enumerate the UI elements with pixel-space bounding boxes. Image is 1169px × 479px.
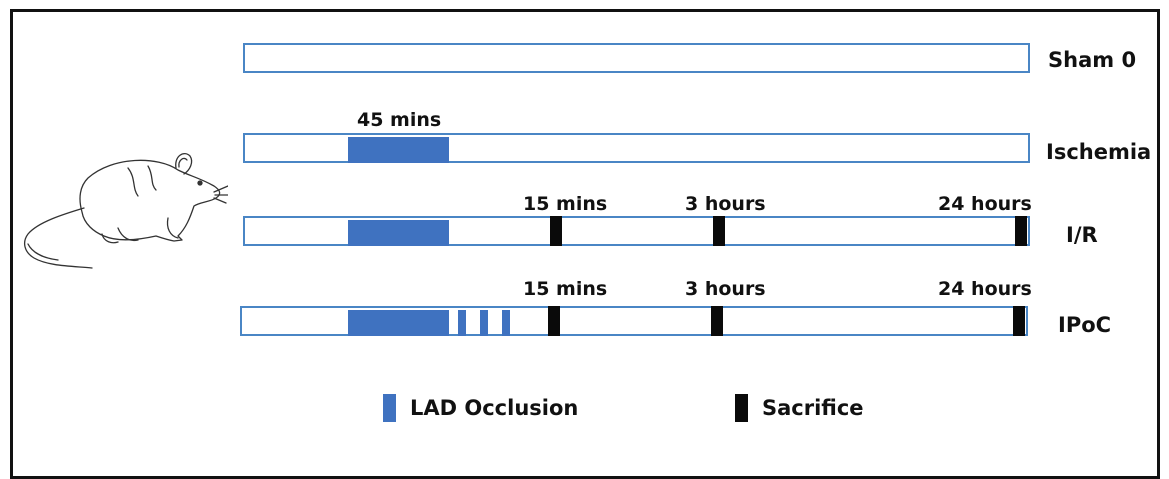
sham-timeline-bar xyxy=(243,43,1030,73)
ipoc-time-label-24h: 24 hours xyxy=(938,278,1032,300)
row-label-ischemia: Ischemia xyxy=(1046,140,1152,164)
ir-time-label-3h: 3 hours xyxy=(685,193,766,215)
ir-sacrifice-marker-3h xyxy=(713,216,725,246)
ipoc-postconditioning-pulse xyxy=(480,310,488,336)
ipoc-postconditioning-pulse xyxy=(458,310,466,336)
ischemia-timeline-bar xyxy=(243,133,1030,163)
legend-occlusion-label: LAD Occlusion xyxy=(410,396,579,420)
rat-illustration-icon xyxy=(23,153,228,269)
legend-sacrifice-swatch xyxy=(735,394,748,422)
ipoc-postconditioning-pulse xyxy=(502,310,510,336)
ipoc-sacrifice-marker-3h xyxy=(711,306,723,336)
legend-sacrifice-label: Sacrifice xyxy=(762,396,864,420)
ipoc-time-label-15min: 15 mins xyxy=(523,278,608,300)
row-label-ir: I/R xyxy=(1066,223,1098,247)
legend-occlusion-swatch xyxy=(383,394,396,422)
ir-sacrifice-marker-15min xyxy=(550,216,562,246)
ipoc-occlusion-block xyxy=(348,310,449,336)
ir-time-label-15min: 15 mins xyxy=(523,193,608,215)
row-label-ipoc: IPoC xyxy=(1058,313,1112,337)
ipoc-sacrifice-marker-15min xyxy=(548,306,560,336)
ipoc-sacrifice-marker-24h xyxy=(1013,306,1025,336)
ir-occlusion-block xyxy=(348,220,449,246)
row-label-sham: Sham 0 xyxy=(1048,48,1137,72)
ir-time-label-24h: 24 hours xyxy=(938,193,1032,215)
ir-timeline-bar xyxy=(243,216,1030,246)
ischemia-occlusion-block xyxy=(348,137,449,163)
ipoc-timeline-bar xyxy=(240,306,1028,336)
ipoc-time-label-3h: 3 hours xyxy=(685,278,766,300)
ir-sacrifice-marker-24h xyxy=(1015,216,1027,246)
occlusion-duration-label: 45 mins xyxy=(357,109,442,131)
